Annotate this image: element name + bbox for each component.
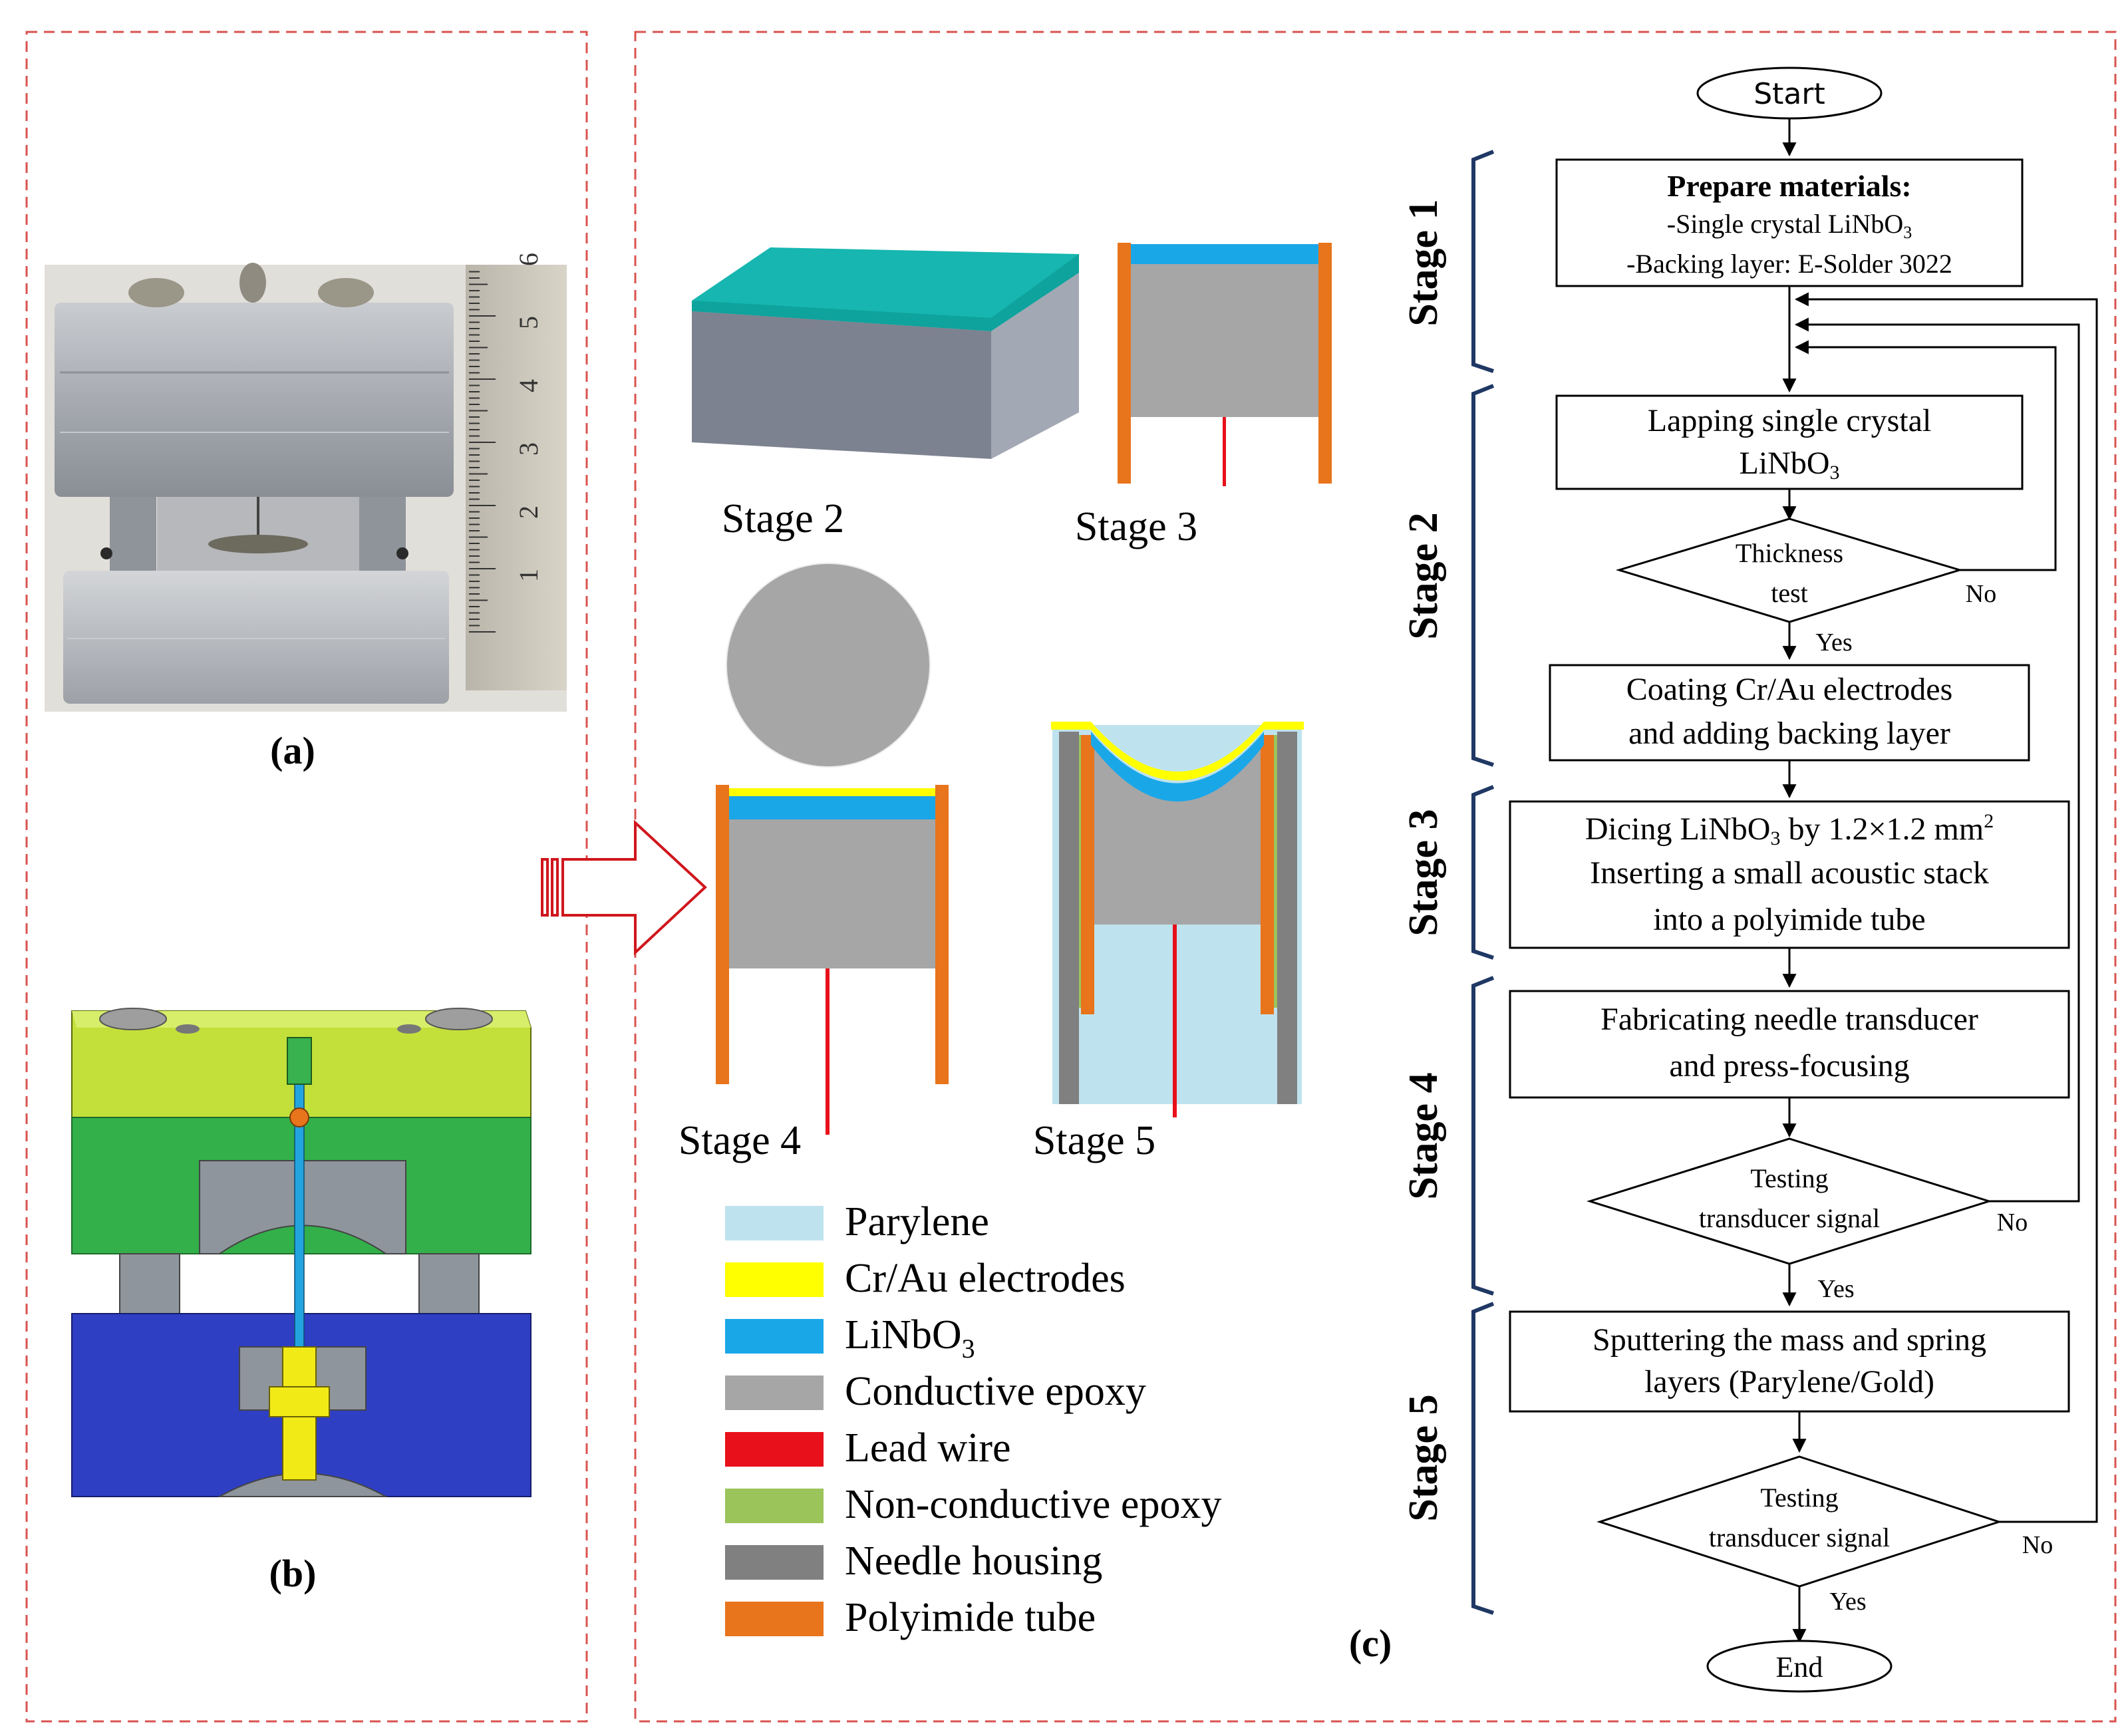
testing1-no: No [1997,1209,2028,1236]
lapping-box [1555,394,2024,490]
ruler-tick-label: 2 [514,506,543,519]
legend-label: Needle housing [845,1538,1102,1584]
thickness-yes: Yes [1815,629,1852,656]
lapping-line1: Lapping single crystal [1648,403,1932,438]
stage2-bracket [1471,384,1495,767]
ruler-tick-label: 5 [514,316,543,329]
start-label: Start [1753,77,1825,111]
stage2-label: Stage 2 [1401,512,1446,639]
testing2-line2: transducer signal [1709,1522,1890,1552]
sputtering-box [1509,1310,2070,1413]
panel-label-b: (b) [269,1552,317,1595]
testing2-diamond [1596,1455,2002,1588]
legend-swatch [725,1545,824,1580]
testing1-yes: Yes [1817,1275,1854,1303]
legend-swatch [725,1319,824,1354]
prepare-line1: -Single crystal LiNbO3 [1667,209,1912,242]
legend-swatch [725,1262,824,1297]
stage3-bracket [1471,785,1495,960]
transition-arrow [541,819,707,956]
legend-swatch [725,1206,824,1240]
legend-swatch [725,1489,824,1523]
stage5-label: Stage 5 [1401,1394,1446,1521]
stage5-bracket [1471,1302,1495,1615]
testing1-diamond [1586,1137,1993,1265]
thickness-line2: test [1771,578,1808,608]
prepare-materials-box [1555,158,2024,287]
stage1-bracket [1471,150,1495,373]
stage1-label: Stage 1 [1401,199,1446,326]
coating-line2: and adding backing layer [1628,716,1950,751]
flowchart: Start End Prepare materials: -Single cry… [1401,67,2098,1693]
stage5-caption: Stage 5 [1033,1118,1155,1163]
legend-label: Cr/Au electrodes [845,1256,1126,1301]
stage3-caption: Stage 3 [1075,504,1197,549]
testing1-line1: Testing [1750,1163,1828,1193]
press-cad-model [71,1008,532,1497]
testing1-line2: transducer signal [1699,1203,1880,1233]
stage3-diagram [1118,243,1332,486]
ruler-tick-label: 1 [514,569,543,582]
legend-label: Parylene [845,1199,989,1244]
panel-label-a: (a) [270,729,315,772]
stage5-diagram [1051,722,1304,1117]
dicing-line2: Inserting a small acoustic stack [1590,855,1989,891]
stage2-caption: Stage 2 [722,496,844,541]
legend-label: Polyimide tube [845,1595,1096,1640]
testing2-line1: Testing [1760,1483,1838,1513]
ruler-ticks: 1 2 3 4 5 6 [469,253,543,633]
end-label: End [1776,1651,1823,1683]
ruler [466,265,567,690]
dicing-box [1509,800,2070,949]
legend-label: Conductive epoxy [845,1369,1146,1414]
coating-line1: Coating Cr/Au electrodes [1626,672,1953,707]
testing2-no: No [2022,1531,2053,1559]
start-node [1696,67,1883,120]
stage4-label: Stage 4 [1401,1072,1446,1199]
end-node [1706,1640,1893,1693]
stage4-top-view [726,563,931,768]
panel-c-border [634,31,2117,1723]
ruler-tick-label: 3 [514,442,543,456]
sputtering-line1: Sputtering the mass and spring [1593,1322,1986,1358]
press-photo: 1 2 3 4 5 6 [45,253,567,712]
fabricating-line1: Fabricating needle transducer [1600,1002,1978,1037]
fabricating-line2: and press-focusing [1669,1048,1909,1084]
lapping-line2: LiNbO3 [1740,446,1840,484]
legend-swatch [725,1602,824,1636]
legend-swatch [725,1432,824,1467]
dicing-line3: into a polyimide tube [1653,902,1925,937]
coating-box [1549,664,2030,762]
legend-label: LiNbO3 [845,1312,975,1364]
stage3-label: Stage 3 [1401,809,1446,936]
thickness-no: No [1966,580,1996,608]
legend-swatch [725,1375,824,1410]
testing2-yes: Yes [1829,1588,1866,1616]
thickness-test-diamond [1615,517,1964,623]
fabricating-box [1509,990,2070,1099]
stage2-diagram [692,247,1079,459]
thickness-line1: Thickness [1736,538,1843,568]
stage4-diagram [716,785,949,1135]
panel-label-c: (c) [1349,1622,1392,1665]
legend-label: Non-conductive epoxy [845,1482,1221,1527]
prepare-line2: -Backing layer: E-Solder 3022 [1626,249,1952,279]
ruler-tick-label: 6 [514,253,543,266]
sputtering-line2: layers (Parylene/Gold) [1644,1364,1934,1399]
stage4-bracket [1471,976,1495,1296]
dicing-line1: Dicing LiNbO3 by 1.2×1.2 mm2 [1585,810,1994,849]
stage4-caption: Stage 4 [679,1118,801,1163]
prepare-title: Prepare materials: [1667,169,1911,203]
ruler-tick-label: 4 [514,379,543,392]
legend-label: Lead wire [845,1425,1011,1471]
